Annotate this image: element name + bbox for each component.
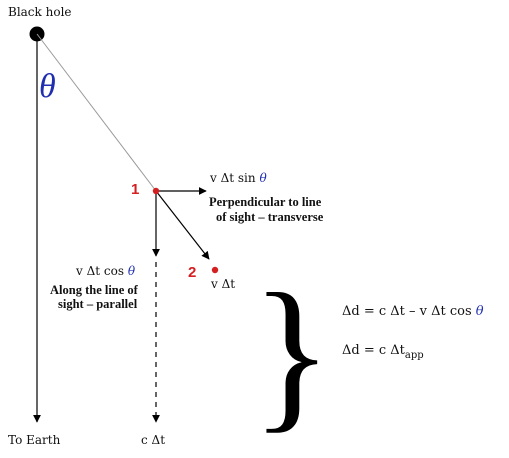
theta-symbol: θ xyxy=(39,68,56,105)
transverse-caption-line2: of sight – transverse xyxy=(216,210,324,224)
c-delta-t-label: c Δt xyxy=(141,433,165,447)
equation-2: Δd = c Δtapp xyxy=(342,343,424,361)
transverse-theta: θ xyxy=(259,171,267,185)
point-1-marker xyxy=(152,187,160,195)
to-earth-label: To Earth xyxy=(8,433,61,447)
equation-2-subscript: app xyxy=(405,350,424,361)
parallel-caption-line2: sight – parallel xyxy=(58,297,138,311)
parallel-caption-line1: Along the line of xyxy=(50,283,139,297)
point-2-marker xyxy=(211,266,219,274)
point-2-label: 2 xyxy=(188,264,196,281)
equation-1: Δd = c Δt – v Δt cos θ xyxy=(342,304,484,319)
parallel-velocity-label: v Δt cos θ xyxy=(75,264,136,278)
transverse-caption-line1: Perpendicular to line xyxy=(209,195,322,209)
black-hole-label: Black hole xyxy=(8,5,72,19)
velocity-label: v Δt xyxy=(210,277,235,291)
velocity-arrow xyxy=(155,190,210,260)
equation-1-theta: θ xyxy=(476,304,484,319)
point-1-label: 1 xyxy=(131,181,139,198)
trajectory-line xyxy=(36,33,157,192)
parallel-theta: θ xyxy=(128,264,136,278)
transverse-velocity-label: v Δt sin θ xyxy=(209,171,267,185)
curly-brace: } xyxy=(251,259,333,447)
